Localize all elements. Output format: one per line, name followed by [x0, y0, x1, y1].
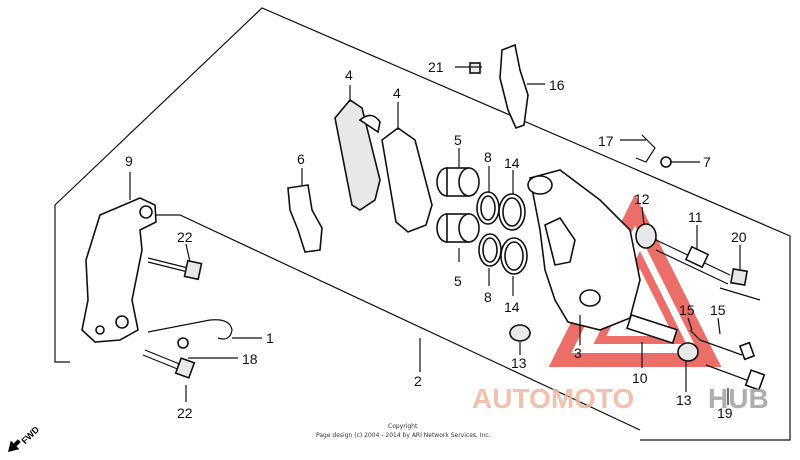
callout-19: 19 [717, 405, 733, 421]
part-13-boot-right [677, 342, 699, 362]
callout-7: 7 [703, 154, 711, 170]
part-9-hole [139, 205, 153, 219]
part-8-seal-top-inner [480, 195, 496, 221]
part-15-pin-left [689, 329, 743, 356]
part-9-hole-2 [115, 315, 129, 329]
part-13-boot-left [509, 324, 531, 342]
callout-14-bottom: 14 [504, 299, 520, 315]
callout-14-top: 14 [504, 155, 520, 171]
leader-lines [129, 66, 741, 405]
part-9-bracket [81, 197, 157, 343]
callout-1: 1 [266, 330, 274, 346]
part-4-pad-right [381, 127, 433, 233]
part-8-seal-bottom-inner [482, 237, 498, 263]
copyright-line: Page design (c) 2004 - 2014 by ARI Netwo… [316, 432, 491, 439]
part-14-seal-bottom-inner [504, 241, 524, 271]
part-20-nut [729, 267, 749, 287]
callout-10: 10 [632, 370, 648, 386]
callout-5-bottom: 5 [454, 273, 462, 289]
callout-8-bottom: 8 [484, 289, 492, 305]
callout-2: 2 [414, 373, 422, 389]
part-7-cap [660, 156, 672, 168]
callout-17: 17 [598, 133, 614, 149]
inner-frame [148, 214, 641, 431]
part-1-clip [147, 319, 233, 340]
part-10-sleeve [626, 313, 678, 345]
watermark-text-automoto: AUTOMOTO [472, 383, 634, 414]
part-6-shim [287, 184, 323, 253]
callout-6: 6 [297, 151, 305, 167]
callout-15-left: 15 [679, 302, 695, 318]
part-4-pad-left [334, 98, 381, 211]
callout-21: 21 [428, 59, 444, 75]
callout-11: 11 [688, 209, 703, 225]
part-18-nut [177, 337, 189, 349]
outer-frame [54, 7, 791, 441]
part-3-arm [544, 216, 576, 266]
part-22-bolt-top [147, 257, 203, 281]
callout-20: 20 [731, 229, 747, 245]
callout-22-top: 22 [177, 229, 193, 245]
part-5-piston-bottom [436, 213, 480, 243]
part-3-caliper-body [529, 169, 641, 331]
callout-13-left: 13 [511, 355, 527, 371]
part-3-bore [579, 289, 601, 307]
callout-13-right: 13 [676, 392, 692, 408]
watermark-text-hub: HUB [708, 383, 769, 414]
part-16-spring [499, 43, 529, 130]
callout-4-right: 4 [393, 85, 401, 101]
callout-9: 9 [125, 153, 133, 169]
part-4-ear [358, 114, 381, 134]
callout-5-top: 5 [454, 132, 462, 148]
part-17-bleeder [635, 134, 656, 163]
callout-3: 3 [574, 345, 582, 361]
part-15-pin-right [719, 287, 761, 361]
callout-16: 16 [549, 77, 565, 93]
part-5-piston-top [436, 167, 480, 197]
part-22-bolt-bottom [142, 349, 196, 379]
fwd-arrow-icon [8, 439, 21, 452]
part-12-boot [635, 223, 657, 249]
part-9-hole-3 [95, 325, 105, 335]
callout-15-right: 15 [710, 302, 726, 318]
part-3-cylinder [527, 175, 553, 195]
fwd-label: FWD [20, 424, 42, 446]
part-21-bleeder [469, 62, 481, 74]
callout-8-top: 8 [484, 149, 492, 165]
part-14-seal-top-inner [502, 197, 522, 227]
callout-4-left: 4 [345, 67, 353, 83]
part-19-bolt [705, 364, 766, 391]
callout-22-bottom: 22 [177, 405, 193, 421]
callout-12: 12 [634, 191, 650, 207]
outer-frame-left [54, 205, 70, 363]
copyright-title: Copyright [388, 423, 418, 430]
callout-18: 18 [242, 351, 258, 367]
part-11-pin [655, 239, 731, 285]
